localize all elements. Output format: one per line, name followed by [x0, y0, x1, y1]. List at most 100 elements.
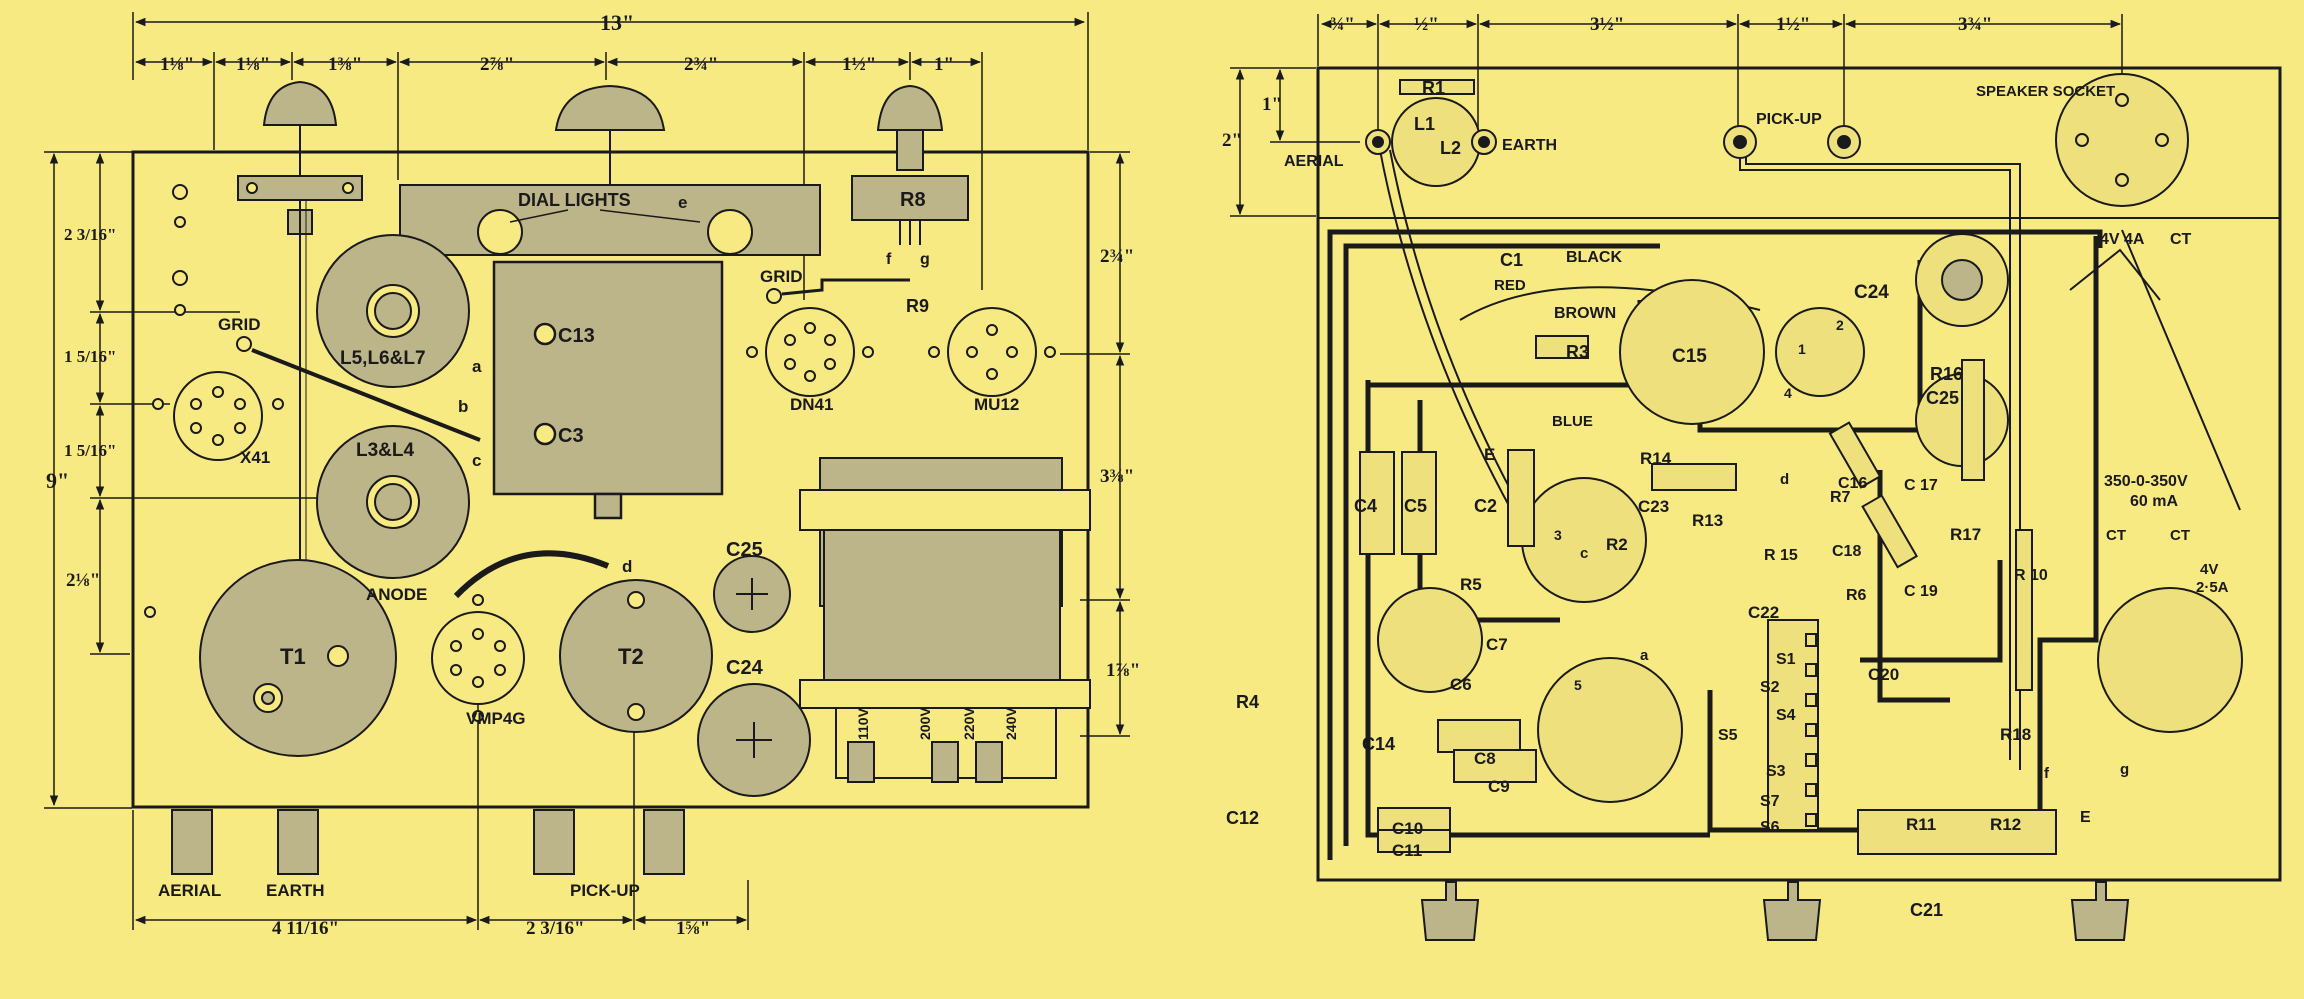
- mains-transformer: [799, 457, 1091, 783]
- label-dial-lights: DIAL LIGHTS: [518, 190, 631, 210]
- dim-bottom-1: 4 11/16": [272, 918, 339, 939]
- label-s3: S3: [1766, 763, 1786, 780]
- resistors-and-caps: [1359, 335, 2057, 855]
- label-r13: R13: [1692, 511, 1723, 530]
- dim-top-overall: 13": [600, 10, 634, 35]
- label-r11: R11: [1906, 815, 1936, 834]
- label-ma: 60 mA: [2130, 493, 2178, 510]
- label-g-r: g: [2120, 761, 2129, 778]
- label-s1: S1: [1776, 651, 1796, 668]
- label-c11: C11: [1392, 841, 1422, 860]
- label-pin4: 4: [1784, 385, 1792, 401]
- label-r16: R16: [1930, 364, 1963, 384]
- label-l5l6l7: L5,L6&L7: [340, 348, 426, 369]
- label-ct-left: CT: [2106, 527, 2126, 544]
- label-t1: T1: [280, 644, 306, 669]
- label-anode: ANODE: [366, 585, 427, 604]
- dim-top-1: 1⅛": [160, 54, 194, 75]
- label-c6: C6: [1450, 675, 1472, 694]
- dim-bottom-3: 1⅝": [676, 918, 710, 939]
- label-speaker-socket: SPEAKER SOCKET: [1976, 83, 2115, 100]
- label-l1: L1: [1414, 114, 1435, 134]
- right-top-dimensions: [1317, 14, 2123, 140]
- label-c21: C21: [1910, 900, 1943, 920]
- label-pin2: 2: [1836, 317, 1844, 333]
- label-c-r: c: [1580, 545, 1588, 562]
- dim-left-4: 2⅛": [66, 570, 100, 591]
- label-r7: R7: [1830, 489, 1851, 506]
- label-b: b: [458, 397, 468, 416]
- dim-left-overall: 9": [46, 468, 69, 493]
- label-grid-left: GRID: [218, 315, 261, 334]
- right-side-dimensions: [1060, 151, 1130, 737]
- label-c12: C12: [1226, 808, 1259, 828]
- switch-contacts: [1805, 633, 1817, 827]
- dim-left-1: 2 3/16": [64, 225, 116, 244]
- label-hv: 350-0-350V: [2104, 473, 2188, 490]
- bottom-dimensions: [132, 700, 749, 930]
- label-pickup-front: PICK-UP: [570, 881, 640, 900]
- label-c20: C20: [1868, 665, 1899, 684]
- tap-200v: 200V: [917, 707, 933, 740]
- label-c22: C22: [1748, 603, 1779, 622]
- center-tuning-knob: [554, 84, 666, 185]
- label-c9: C9: [1488, 777, 1510, 796]
- label-red: RED: [1494, 277, 1526, 294]
- label-c19: C 19: [1904, 583, 1938, 600]
- coil-l3-l4: [316, 425, 470, 579]
- dim-r-left-1: 1": [1262, 94, 1282, 115]
- label-c24-r: C24: [1854, 282, 1889, 303]
- label-r17: R17: [1950, 525, 1981, 544]
- label-c25-r: C25: [1926, 388, 1959, 408]
- label-l3l4: L3&L4: [356, 440, 415, 461]
- dim-r-left-2: 2": [1222, 130, 1242, 151]
- dim-right-3: 1⅞": [1106, 660, 1140, 681]
- label-r10: R 10: [2014, 567, 2048, 584]
- label-g: g: [920, 251, 930, 268]
- dim-r-top-1: ¾": [1330, 14, 1355, 35]
- label-c5: C5: [1404, 496, 1427, 516]
- label-earth-front: EARTH: [266, 881, 325, 900]
- label-c8: C8: [1474, 749, 1496, 768]
- dim-top-4: 2⅞": [480, 54, 514, 75]
- dim-left-2: 1 5/16": [64, 347, 116, 366]
- dim-r-top-4: 1½": [1776, 14, 1810, 35]
- tap-220v: 220V: [961, 707, 977, 740]
- valve-underside-sockets: [1377, 233, 2243, 803]
- label-r2: R2: [1606, 535, 1628, 554]
- left-screw-holes: [144, 184, 188, 618]
- label-grid-top: GRID: [760, 267, 803, 286]
- front-terminals: [171, 809, 685, 875]
- tap-240v: 240V: [1003, 707, 1019, 740]
- label-s5: S5: [1718, 727, 1738, 744]
- label-pin1: 1: [1798, 341, 1806, 357]
- label-mu12: MU12: [974, 395, 1019, 414]
- left-side-dimensions: [44, 151, 320, 809]
- label-c16: C16: [1838, 475, 1867, 492]
- capacitor-c25: [713, 555, 791, 633]
- dim-r-top-5: 3¾": [1958, 14, 1992, 35]
- label-c17: C 17: [1904, 477, 1938, 494]
- label-e1: E: [1484, 445, 1495, 464]
- label-e-bottom: E: [2080, 809, 2091, 826]
- label-ct-top: CT: [2170, 231, 2192, 248]
- left-chassis-diagram: 13" 1⅛" 1⅛" 1⅜" 2⅞" 2¾" 1½" 1" 9" 2 3/16…: [44, 10, 1140, 939]
- valve-socket-x41: [152, 371, 284, 461]
- label-aerial-front: AERIAL: [158, 881, 221, 900]
- valve-socket-mu12: [928, 307, 1056, 397]
- label-s6: S6: [1760, 819, 1780, 836]
- label-c15: C15: [1672, 346, 1707, 367]
- dim-top-7: 1": [934, 54, 954, 75]
- right-panel-outline: [1316, 66, 2282, 882]
- label-vmp4g: VMP4G: [466, 709, 526, 728]
- label-aerial-r: AERIAL: [1284, 153, 1344, 170]
- right-labels: 4V 4A CT C1 RED BLACK BROWN R3 C15 C24 B…: [1226, 231, 2229, 920]
- label-r12: R12: [1990, 815, 2021, 834]
- label-c14: C14: [1362, 734, 1395, 754]
- dim-bottom-2: 2 3/16": [526, 918, 585, 939]
- label-c7: C7: [1486, 635, 1508, 654]
- dim-top-6: 1½": [842, 54, 876, 75]
- volume-knob: [851, 84, 969, 245]
- label-dn41: DN41: [790, 395, 833, 414]
